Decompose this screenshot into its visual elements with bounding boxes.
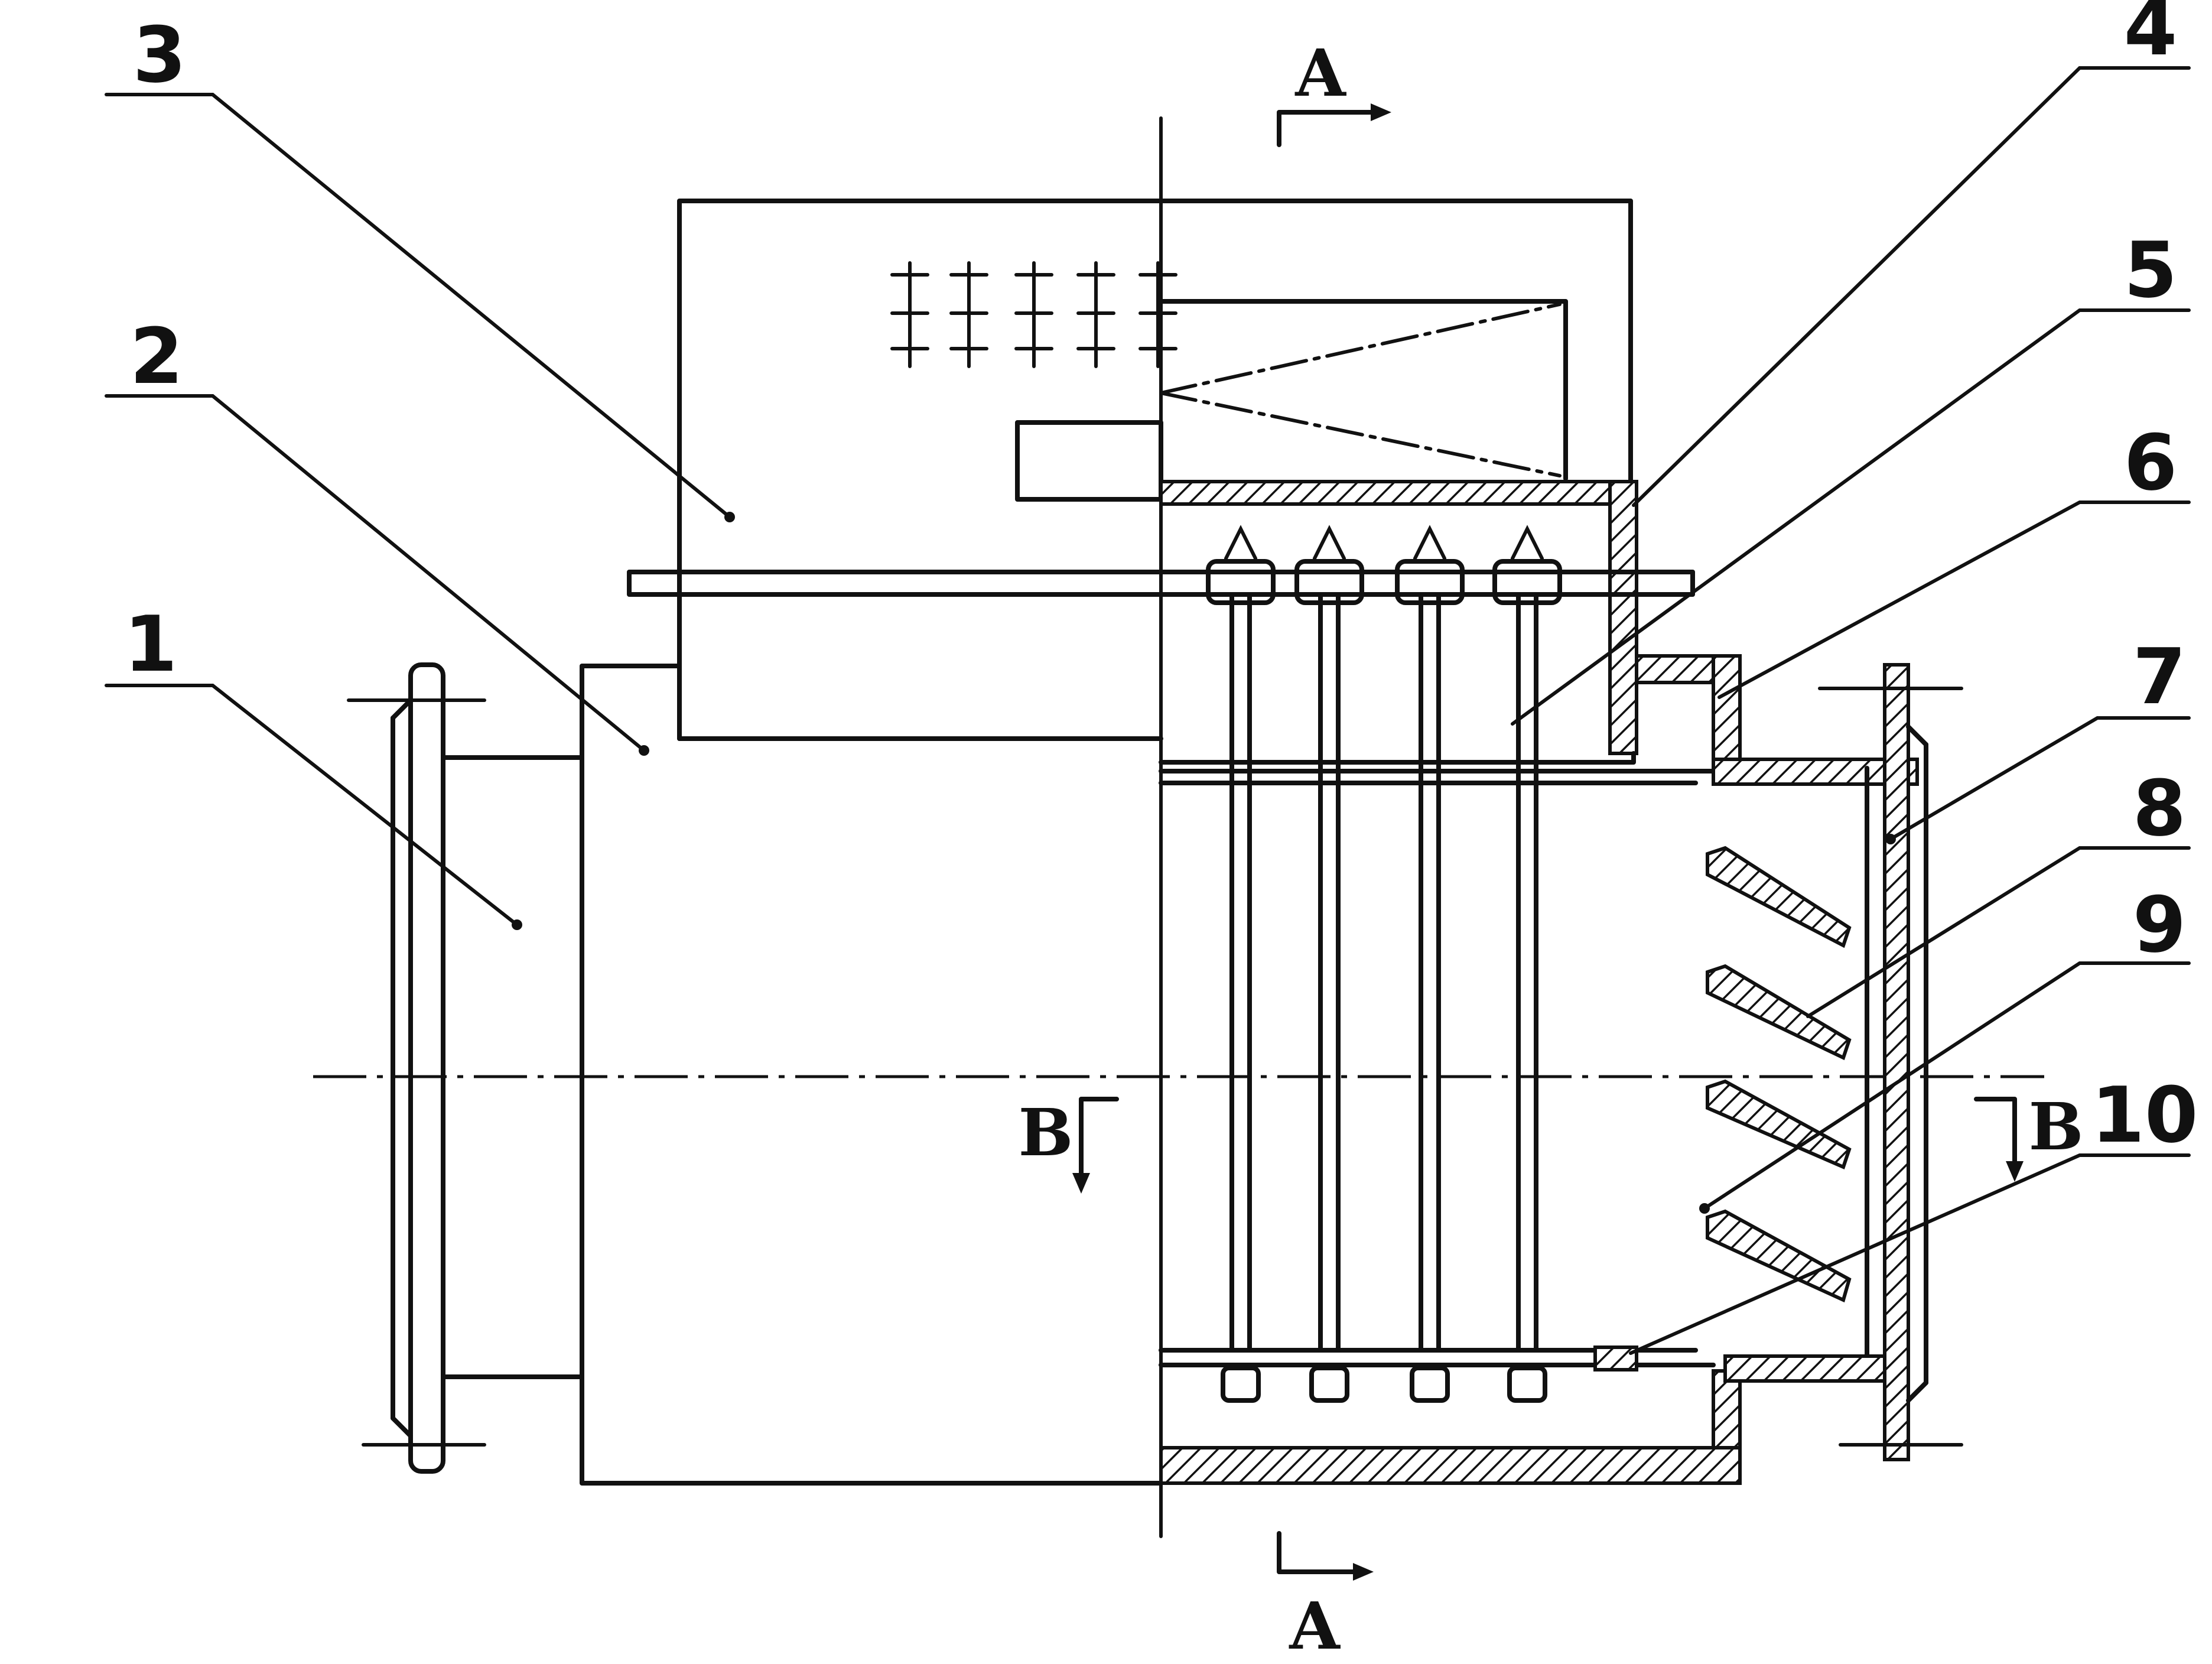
callout-10: 10 bbox=[2091, 1070, 2198, 1160]
section-b-right: B bbox=[2029, 1088, 2084, 1165]
control-box bbox=[677, 199, 1638, 765]
callout-labels: 1 2 3 4 5 6 7 8 9 10 bbox=[124, 0, 2198, 1160]
callout-7: 7 bbox=[2133, 632, 2186, 722]
terminal-marks bbox=[890, 261, 1177, 368]
section-markers: A A B B bbox=[1019, 35, 2084, 1664]
callout-2: 2 bbox=[130, 311, 183, 401]
callout-8: 8 bbox=[2133, 763, 2186, 853]
callout-4: 4 bbox=[2124, 0, 2177, 73]
heating-element bbox=[1395, 525, 1465, 1403]
mounting-rod bbox=[627, 570, 1695, 597]
callout-3: 3 bbox=[133, 10, 186, 100]
top-nozzle bbox=[1635, 654, 1919, 786]
heating-elements bbox=[1206, 525, 1638, 1403]
baffles bbox=[1706, 846, 1852, 1303]
callout-9: 9 bbox=[2133, 880, 2186, 970]
callout-5: 5 bbox=[2124, 225, 2177, 315]
section-a-bottom: A bbox=[1289, 1588, 1341, 1664]
heating-element bbox=[1294, 525, 1364, 1403]
heating-element bbox=[1206, 525, 1276, 1403]
callout-1: 1 bbox=[124, 599, 177, 689]
leader-lines bbox=[105, 66, 2191, 1355]
section-b-left: B bbox=[1019, 1094, 1074, 1171]
heating-element bbox=[1492, 525, 1562, 1403]
inlet-flange bbox=[347, 662, 584, 1474]
section-a-top: A bbox=[1294, 35, 1346, 111]
callout-6: 6 bbox=[2124, 418, 2177, 508]
center-lines bbox=[313, 116, 2044, 1538]
